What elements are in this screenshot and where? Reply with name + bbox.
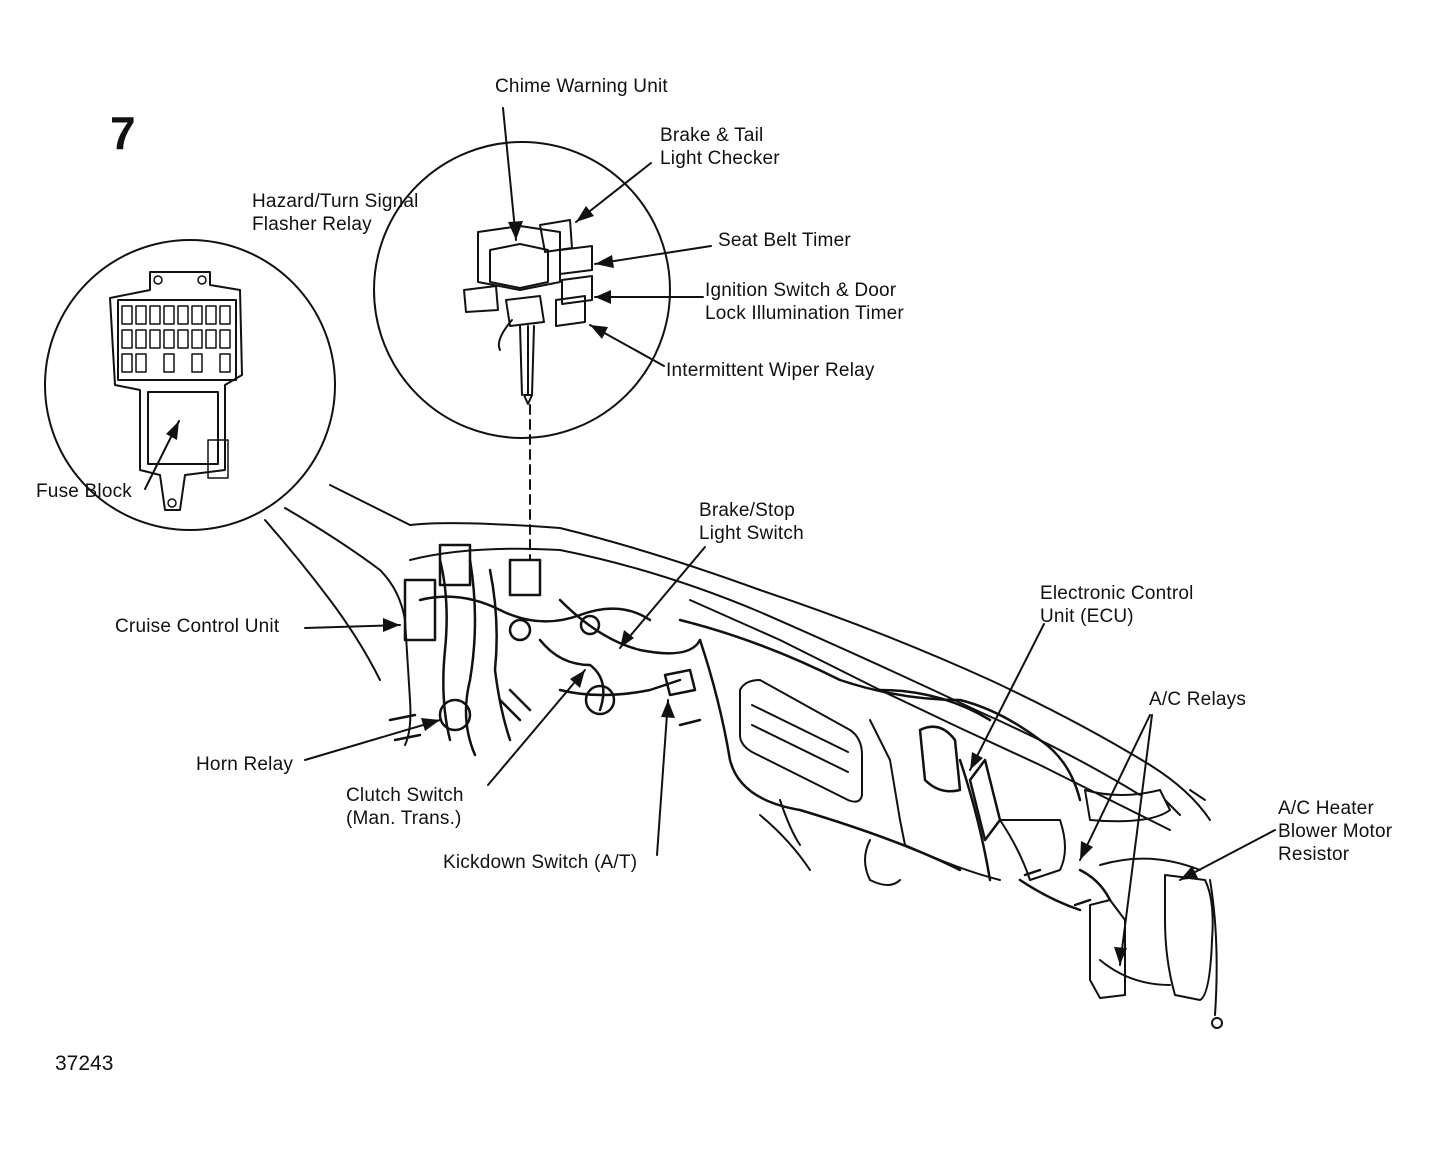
dashboard-outline	[264, 484, 1223, 1029]
wiring-harness	[388, 543, 1112, 912]
label-brake-stop-light-switch: Brake/Stop Light Switch	[699, 500, 804, 544]
leader-clutch	[487, 669, 586, 786]
label-clutch-switch: Clutch Switch (Man. Trans.)	[346, 785, 464, 829]
arrowheads	[166, 206, 1198, 965]
leader-lines	[144, 107, 1276, 966]
label-ac-heater-blower-resistor: A/C Heater Blower Motor Resistor	[1278, 798, 1393, 865]
label-ignition-door-lock-timer: Ignition Switch & Door Lock Illumination…	[705, 280, 904, 324]
label-hazard-flasher-relay: Hazard/Turn Signal Flasher Relay	[252, 191, 419, 235]
label-horn-relay: Horn Relay	[196, 754, 294, 775]
label-fuse-block: Fuse Block	[36, 481, 132, 502]
label-cruise-control-unit: Cruise Control Unit	[115, 616, 280, 637]
label-seat-belt-timer: Seat Belt Timer	[718, 230, 851, 251]
relay-cluster-detail-circle	[373, 141, 671, 439]
label-kickdown-switch: Kickdown Switch (A/T)	[443, 852, 638, 873]
label-brake-tail-light-checker: Brake & Tail Light Checker	[660, 125, 780, 169]
label-chime-warning-unit: Chime Warning Unit	[495, 76, 668, 97]
leader-kickdown	[656, 699, 669, 856]
reference-number: 37243	[55, 1052, 114, 1075]
leader-chime	[502, 107, 517, 241]
label-ac-relays: A/C Relays	[1149, 689, 1247, 710]
leader-brake-stop	[619, 546, 706, 649]
leader-horn	[304, 719, 441, 761]
leader-ac-relays	[1079, 714, 1153, 966]
leader-ac-heater	[1179, 829, 1276, 881]
figure-number: 7	[110, 107, 136, 159]
leader-ecu	[969, 623, 1045, 771]
label-intermittent-wiper-relay: Intermittent Wiper Relay	[666, 360, 875, 381]
leader-seat-belt	[594, 245, 712, 265]
fuse-block-detail-circle	[44, 239, 336, 531]
label-electronic-control-unit: Electronic Control Unit (ECU)	[1040, 583, 1194, 627]
